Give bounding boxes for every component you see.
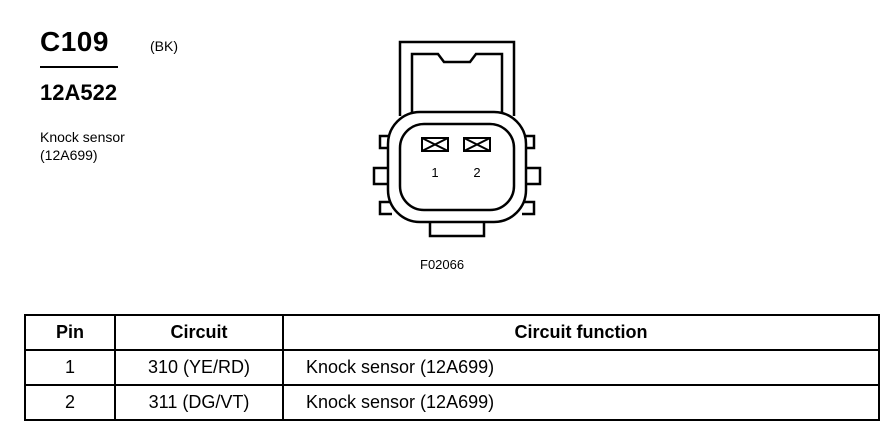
cell-circuit: 311 (DG/VT) — [114, 384, 284, 421]
right-ears — [522, 134, 542, 216]
cell-function: Knock sensor (12A699) — [282, 349, 880, 386]
table-row: 2 311 (DG/VT) Knock sensor (12A699) — [24, 384, 880, 421]
pin-label-2: 2 — [473, 165, 480, 180]
pin-label-1: 1 — [431, 165, 438, 180]
component-name: Knock sensor — [40, 129, 125, 145]
latch-tab — [410, 52, 504, 116]
cell-pin: 1 — [24, 349, 116, 386]
connector-cavity — [398, 122, 516, 212]
table-row: 1 310 (YE/RD) Knock sensor (12A699) — [24, 349, 880, 386]
connector-part-number: 12A522 — [40, 80, 118, 105]
header-function: Circuit function — [282, 314, 880, 351]
table-header-row: Pin Circuit Circuit function — [24, 314, 880, 351]
component-description: Knock sensor (12A699) — [40, 128, 200, 164]
cell-function: Knock sensor (12A699) — [282, 384, 880, 421]
pin-table: Pin Circuit Circuit function 1 310 (YE/R… — [24, 314, 880, 421]
cell-circuit: 310 (YE/RD) — [114, 349, 284, 386]
latch-outline — [398, 40, 516, 116]
figure-id: F02066 — [420, 257, 465, 272]
bottom-tab — [428, 218, 486, 238]
left-ears — [372, 134, 392, 216]
connector-id: C109 — [40, 26, 109, 57]
connector-face-diagram: 1 2 — [372, 40, 542, 238]
connector-color: (BK) — [150, 38, 178, 54]
connector-id-underline — [40, 66, 118, 68]
header-pin: Pin — [24, 314, 116, 351]
header-circuit: Circuit — [114, 314, 284, 351]
terminal-1 — [421, 137, 449, 152]
terminal-2 — [463, 137, 491, 152]
cell-pin: 2 — [24, 384, 116, 421]
component-part: (12A699) — [40, 147, 98, 163]
